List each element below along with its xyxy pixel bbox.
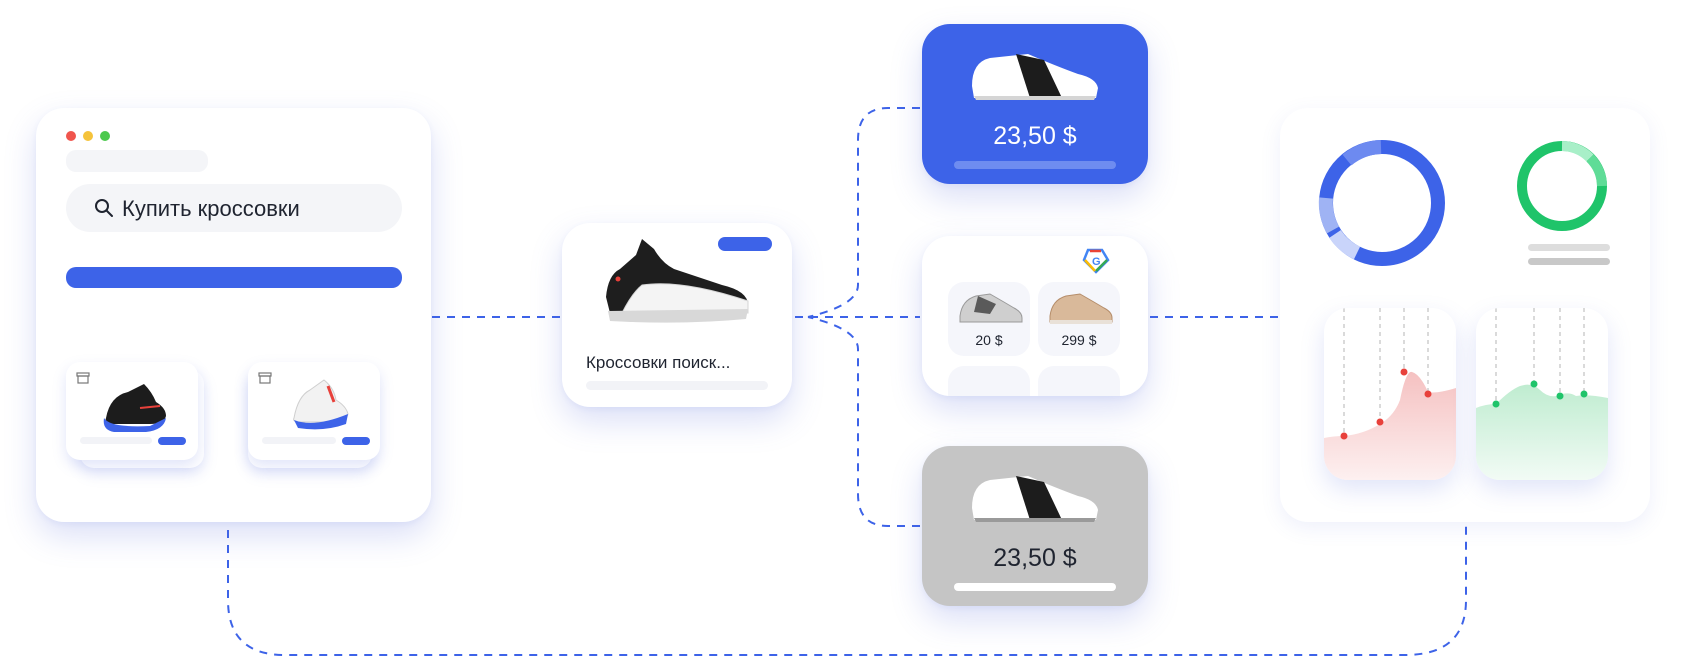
shopping-result-2[interactable]: 299 $: [1038, 282, 1120, 356]
analytics-card: [1280, 108, 1650, 522]
sneaker-image: [1049, 293, 1113, 324]
offer-price-muted: 23,50 $: [993, 544, 1077, 572]
search-query-text: Купить кроссовки: [122, 196, 300, 221]
sneaker-image: [972, 476, 1098, 522]
product-badge: [718, 237, 772, 251]
offer-price-highlighted: 23,50 $: [993, 122, 1077, 150]
donut-chart-green: [1517, 141, 1607, 231]
shopping-result-3: [948, 366, 1030, 396]
store-icon: [258, 372, 272, 384]
product-title: Кроссовки поиск...: [586, 353, 731, 372]
svg-text:G: G: [1092, 256, 1101, 268]
window-maximize-dot: [100, 131, 110, 141]
store-icon: [76, 372, 90, 384]
product-card[interactable]: Кроссовки поиск...: [562, 223, 792, 407]
result-card-1[interactable]: [66, 362, 198, 460]
donut-chart-blue: [1318, 140, 1445, 266]
shopping-result-1-price: 20 $: [975, 332, 1003, 348]
shopping-result-4: [1038, 366, 1120, 396]
offer-card-highlighted[interactable]: 23,50 $: [922, 24, 1148, 184]
offer-bar-highlighted: [954, 161, 1116, 169]
search-browser-card: Купить кроссовки: [36, 108, 431, 522]
window-close-dot: [66, 131, 76, 141]
result-card-1-text-line: [80, 437, 152, 444]
shopping-result-2-price: 299 $: [1061, 332, 1097, 348]
legend-line-1: [1528, 244, 1610, 251]
result-card-2-tag: [342, 437, 370, 445]
area-chart-red: [1324, 308, 1456, 480]
address-bar-placeholder: [66, 150, 208, 172]
sneaker-image: [606, 239, 749, 323]
search-field[interactable]: Купить кроссовки: [66, 184, 402, 232]
shopping-results-card[interactable]: G 20 $ 299 $: [922, 236, 1148, 396]
result-card-2-text-line: [262, 437, 336, 444]
area-chart-green: [1476, 308, 1608, 480]
search-button-bar[interactable]: [66, 267, 402, 288]
sneaker-image: [972, 54, 1098, 100]
window-minimize-dot: [83, 131, 93, 141]
sneaker-image: [959, 293, 1023, 323]
offer-bar-muted: [954, 583, 1116, 591]
result-card-2[interactable]: [248, 362, 380, 460]
shopping-result-1[interactable]: 20 $: [948, 282, 1030, 356]
sneaker-image: [103, 384, 166, 432]
search-icon: [95, 199, 113, 217]
legend-line-2: [1528, 258, 1610, 265]
product-subtitle-line: [586, 381, 768, 390]
sneaker-image: [293, 379, 349, 430]
offer-card-muted[interactable]: 23,50 $: [922, 446, 1148, 606]
google-shopping-icon: G: [1082, 248, 1110, 274]
result-card-1-tag: [158, 437, 186, 445]
